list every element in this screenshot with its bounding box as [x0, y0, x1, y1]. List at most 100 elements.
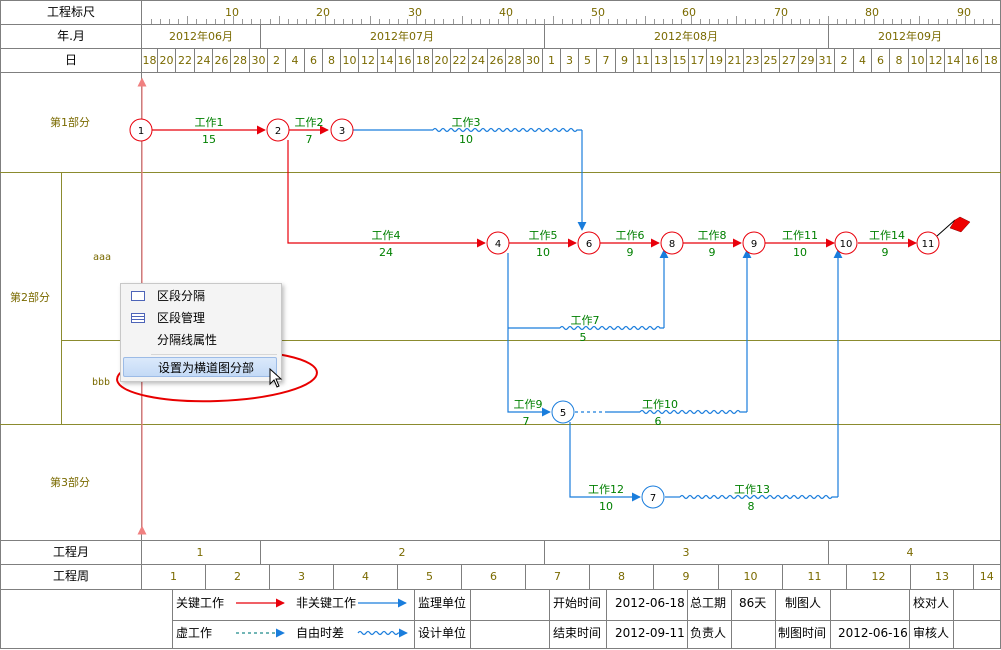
draw-time-label: 制图时间 [778, 626, 826, 640]
ruler-tick: 40 [499, 6, 513, 19]
project-week: 13 [935, 570, 949, 583]
month-cell: 2012年09月 [878, 29, 942, 43]
work-name: 工作8 [698, 229, 727, 242]
node-9[interactable]: 9 [742, 231, 766, 255]
work-name: 工作2 [295, 116, 324, 129]
year-month-label: 年.月 [57, 29, 85, 43]
day-cell: 21 [728, 54, 742, 67]
free-float-work3[interactable] [432, 127, 582, 133]
node-label: 4 [495, 239, 501, 250]
month-cell: 2012年07月 [370, 29, 434, 43]
ruler-tick: 50 [591, 6, 605, 19]
ruler-tick: 60 [682, 6, 696, 19]
arrow-work9[interactable] [507, 253, 551, 417]
work-duration: 9 [627, 246, 634, 259]
day-cell: 3 [566, 54, 573, 67]
node-label: 5 [560, 408, 566, 419]
node-4[interactable]: 4 [486, 231, 510, 255]
work-name: 工作12 [588, 483, 624, 496]
work-duration: 7 [306, 133, 313, 146]
free-float-work7[interactable] [559, 325, 664, 331]
total-duration-value[interactable]: 86天 [739, 596, 766, 610]
section-part3[interactable]: 第3部分 [50, 475, 90, 489]
finish-flag-icon [936, 216, 971, 237]
node-2[interactable]: 2 [266, 118, 290, 142]
day-cell: 28 [508, 54, 522, 67]
day-cell: 18 [416, 54, 430, 67]
node-11[interactable]: 11 [916, 231, 940, 255]
project-month: 3 [683, 546, 690, 559]
event-nodes: 1 2 3 4 5 6 7 8 9 10 11 [129, 118, 940, 509]
day-cell: 5 [584, 54, 591, 67]
day-cell: 23 [746, 54, 760, 67]
day-cell: 22 [453, 54, 467, 67]
day-cell: 4 [859, 54, 866, 67]
node-8[interactable]: 8 [660, 231, 684, 255]
menu-item-divider-properties[interactable]: 分隔线属性 [123, 330, 277, 350]
day-cell: 16 [398, 54, 412, 67]
day-cell: 2 [273, 54, 280, 67]
month-row: 2012年06月 2012年07月 2012年08月 2012年09月 [169, 24, 942, 48]
ruler-tick: 90 [957, 6, 971, 19]
day-cell: 16 [965, 54, 979, 67]
section-part1[interactable]: 第1部分 [50, 115, 90, 129]
day-cell: 24 [471, 54, 485, 67]
project-week: 8 [618, 570, 625, 583]
day-label: 日 [65, 53, 77, 67]
node-3[interactable]: 3 [330, 118, 354, 142]
supervisor-label: 监理单位 [418, 595, 466, 610]
arrow-work12[interactable] [569, 422, 641, 502]
ruler-label: 工程标尺 [47, 4, 95, 19]
work-arrows [151, 125, 917, 502]
node-label: 11 [922, 239, 935, 250]
section-area: 第1部分 第2部分 aaa bbb 第3部分 [0, 115, 1001, 590]
project-week: 1 [170, 570, 177, 583]
draw-time-value[interactable]: 2012-06-16 [838, 626, 908, 640]
project-week: 9 [683, 570, 690, 583]
free-float-work10[interactable] [639, 409, 747, 415]
work-name: 工作6 [616, 229, 645, 242]
ruler-tick: 20 [316, 6, 330, 19]
menu-item-section-divider[interactable]: 区段分隔 [123, 286, 277, 306]
day-cell: 11 [636, 54, 650, 67]
arrow-work4[interactable] [287, 140, 486, 248]
project-week: 11 [808, 570, 822, 583]
project-month: 4 [907, 546, 914, 559]
day-cell: 13 [654, 54, 668, 67]
ruler-tick: 80 [865, 6, 879, 19]
day-cell: 12 [929, 54, 943, 67]
day-cell: 30 [526, 54, 540, 67]
project-week: 4 [362, 570, 369, 583]
menu-item-set-as-gantt-section[interactable]: 设置为横道图分部 [123, 357, 277, 377]
menu-item-section-manage[interactable]: 区段管理 [123, 308, 277, 328]
node-label: 1 [138, 126, 144, 137]
work-duration: 9 [709, 246, 716, 259]
node-1[interactable]: 1 [129, 118, 153, 142]
ruler-tick-labels: 10 20 30 40 50 60 70 80 90 [225, 6, 971, 19]
day-cell: 31 [819, 54, 833, 67]
day-cell: 22 [178, 54, 192, 67]
project-month: 2 [399, 546, 406, 559]
day-cell: 1 [548, 54, 555, 67]
work-name: 工作14 [869, 229, 905, 242]
node-6[interactable]: 6 [577, 231, 601, 255]
ruler-tick: 30 [408, 6, 422, 19]
ruler-tick: 10 [225, 6, 239, 19]
node-5[interactable]: 5 [551, 400, 575, 424]
day-cell: 4 [292, 54, 299, 67]
node-7[interactable]: 7 [641, 485, 665, 509]
work-name: 工作11 [782, 229, 818, 242]
start-time-label: 开始时间 [553, 596, 601, 610]
free-float-work13[interactable] [679, 494, 838, 500]
subsection-aaa[interactable]: aaa [93, 252, 111, 263]
end-time-value[interactable]: 2012-09-11 [615, 626, 685, 640]
node-10[interactable]: 10 [834, 231, 858, 255]
work-duration: 10 [599, 500, 613, 513]
project-week: 12 [872, 570, 886, 583]
section-part2[interactable]: 第2部分 [10, 290, 50, 304]
day-cell: 18 [984, 54, 998, 67]
start-time-value[interactable]: 2012-06-18 [615, 596, 685, 610]
subsection-bbb[interactable]: bbb [92, 377, 110, 388]
